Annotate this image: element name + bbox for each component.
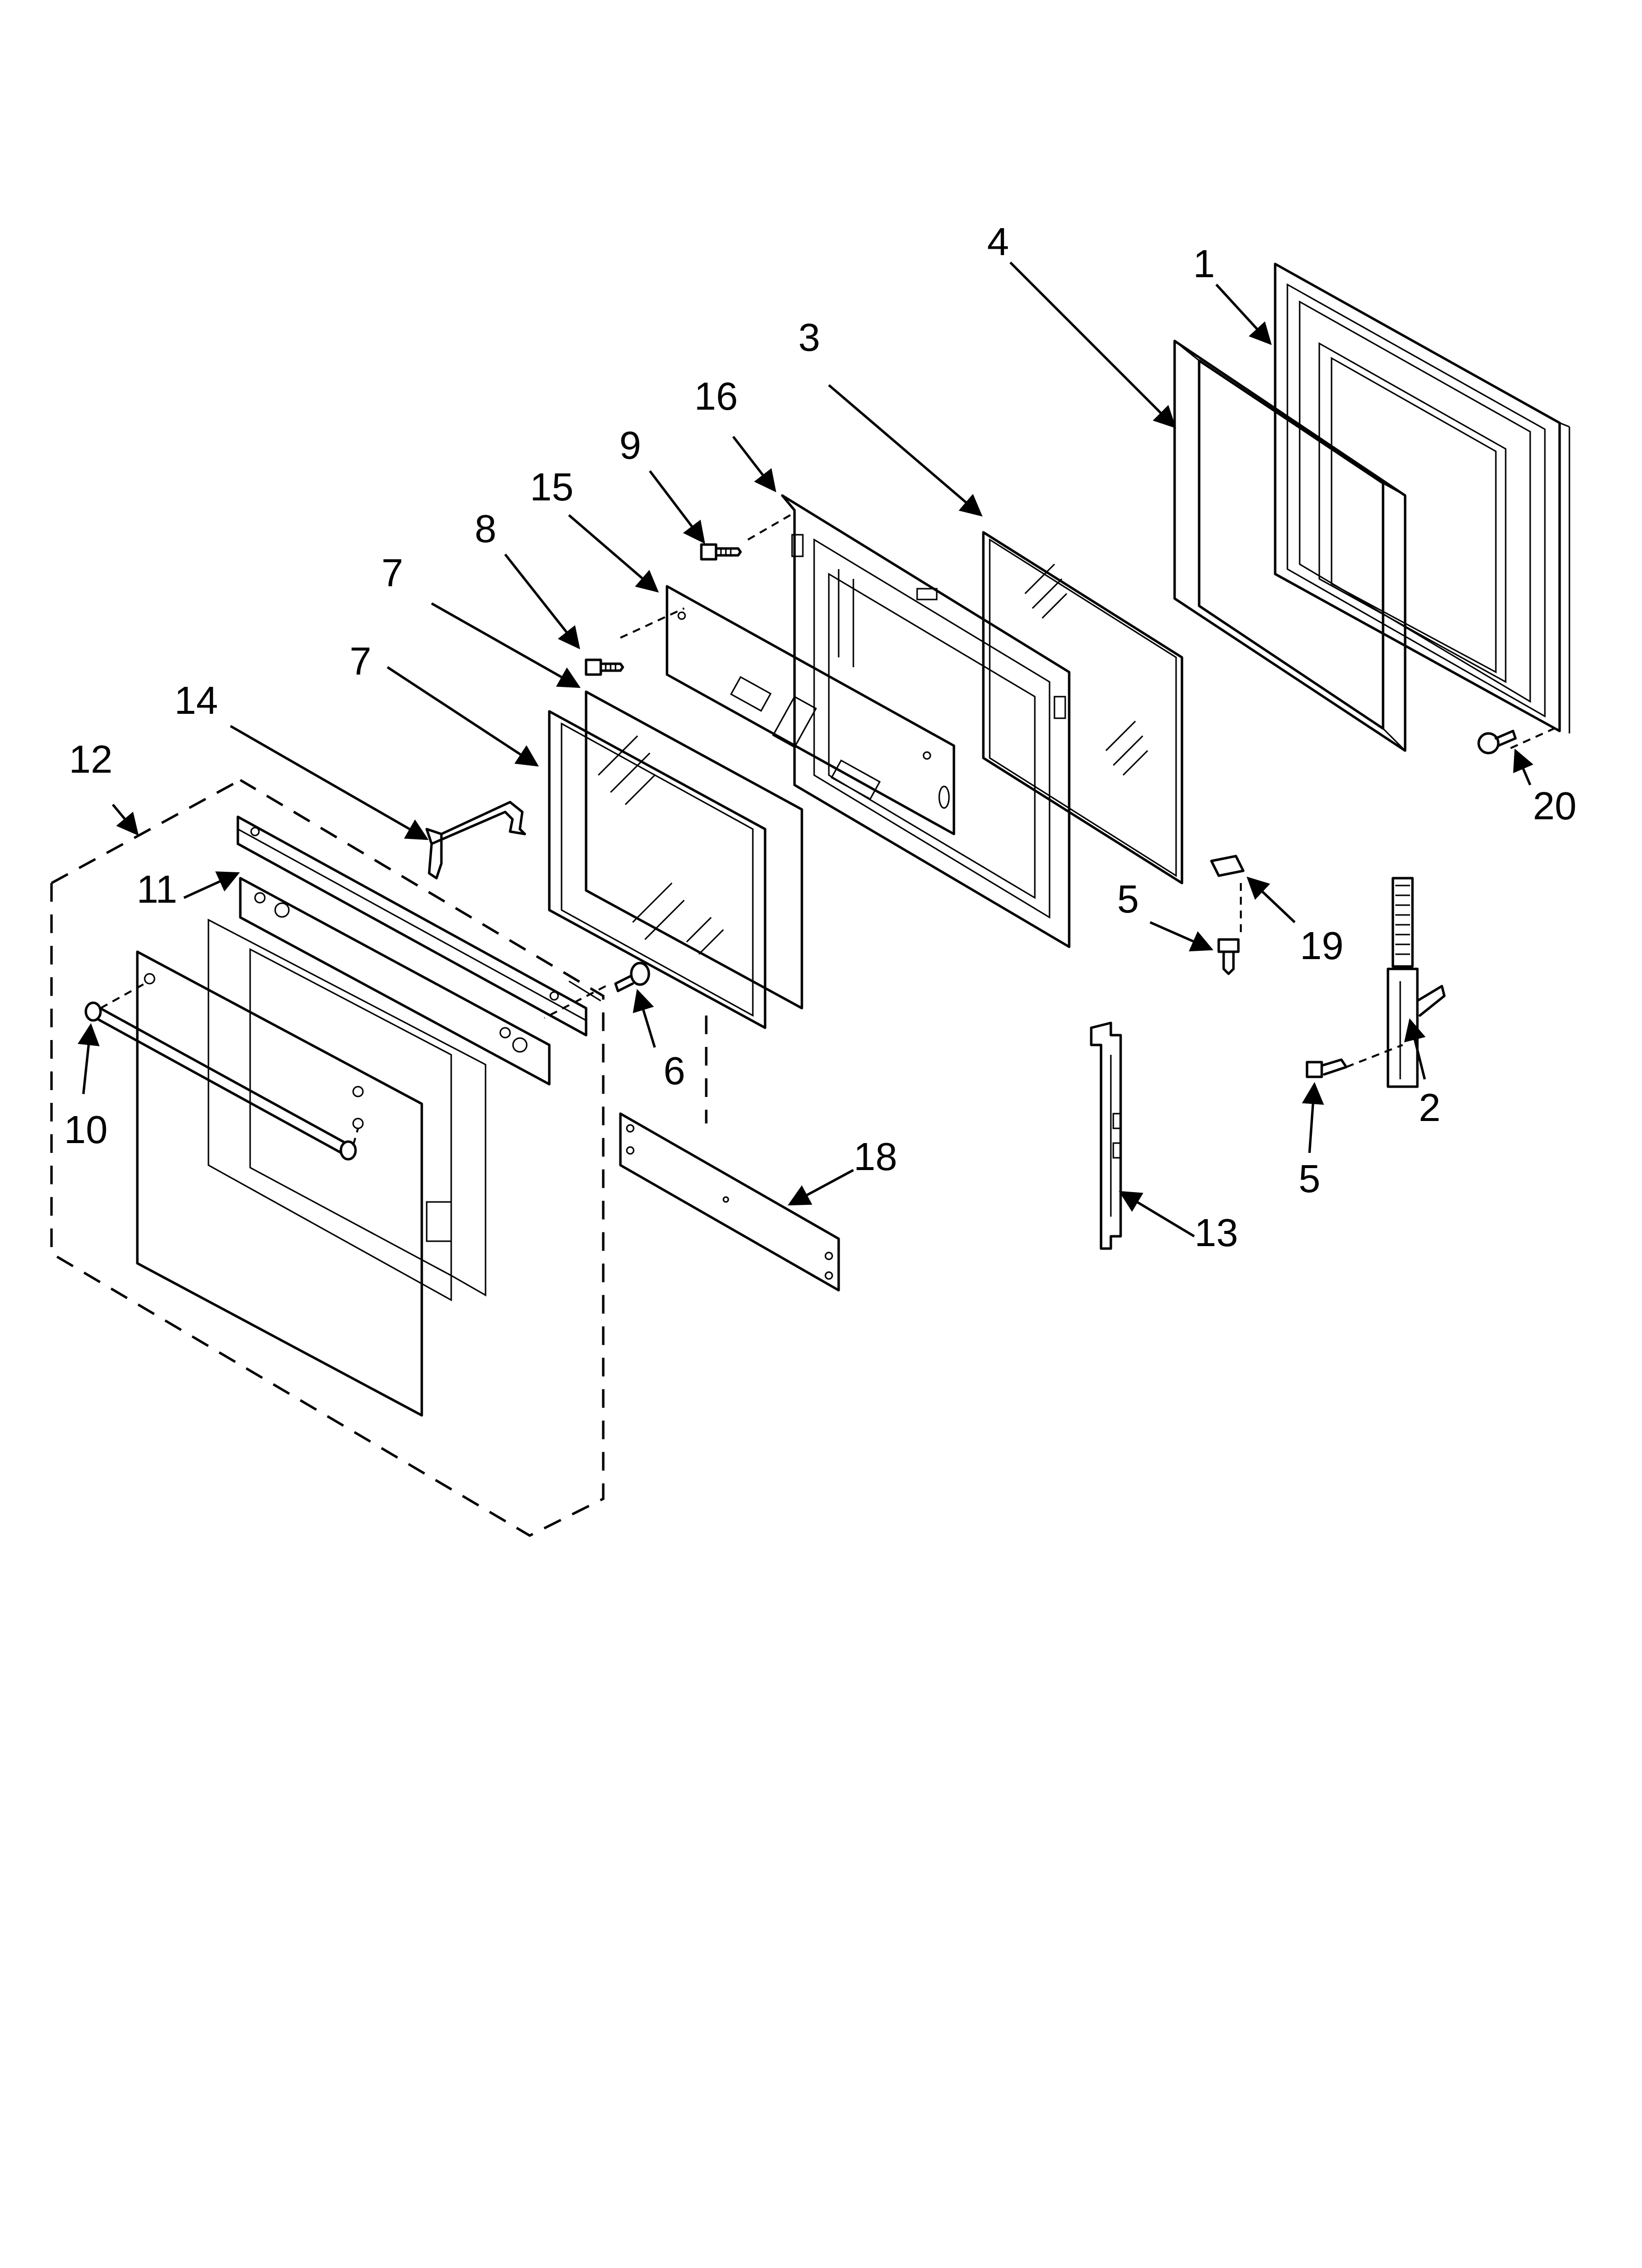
callout-10: 10 [64, 1108, 108, 1151]
leader-lines [77, 261, 1534, 1238]
door-assembly [84, 877, 551, 1417]
callout-19: 19 [1300, 924, 1344, 967]
inner-door-liner [781, 494, 1071, 948]
inner-glass [982, 531, 1183, 885]
callout-15: 15 [530, 465, 574, 509]
bracket [425, 801, 526, 880]
screw-part-5-upper [1217, 938, 1240, 975]
callout-11: 11 [136, 867, 177, 911]
callout-2: 2 [1419, 1086, 1441, 1129]
callout-20: 20 [1533, 784, 1577, 828]
callout-13: 13 [1195, 1211, 1238, 1254]
callout-labels: 1 2 3 4 5 5 6 7 7 8 9 10 11 12 13 14 15 … [64, 220, 1577, 1254]
callout-12: 12 [69, 737, 113, 781]
callout-4: 4 [987, 220, 1009, 263]
screw-part-6 [614, 962, 650, 992]
screw-part-5-lower [1306, 1058, 1348, 1078]
lower-bracket [619, 1112, 840, 1292]
callout-18: 18 [854, 1135, 898, 1178]
callout-8: 8 [475, 507, 497, 550]
callout-5-lower: 5 [1299, 1157, 1321, 1200]
outer-door-panel [1274, 262, 1570, 733]
screw-part-9 [700, 543, 742, 561]
callout-7-upper: 7 [382, 551, 404, 595]
callout-6: 6 [664, 1049, 686, 1093]
top-rail [236, 815, 601, 1037]
callout-3: 3 [798, 315, 821, 359]
retainer-panel [666, 585, 955, 835]
screw-part-8 [585, 658, 624, 676]
door-assembly-outline [50, 779, 605, 1537]
screw-part-20 [1477, 730, 1517, 755]
clip-part-19 [1210, 855, 1245, 877]
callout-16: 16 [694, 374, 738, 418]
callout-9: 9 [619, 423, 641, 467]
callout-7-lower: 7 [350, 639, 372, 683]
door-glass-pair [548, 690, 803, 1029]
callout-5-upper: 5 [1117, 877, 1139, 921]
callout-14: 14 [175, 678, 218, 722]
door-frame [1173, 339, 1407, 752]
assembly-guide-lines [544, 512, 1560, 1123]
latch-bar [1090, 1021, 1122, 1250]
callout-1: 1 [1193, 242, 1215, 286]
hinge [1386, 877, 1446, 1088]
